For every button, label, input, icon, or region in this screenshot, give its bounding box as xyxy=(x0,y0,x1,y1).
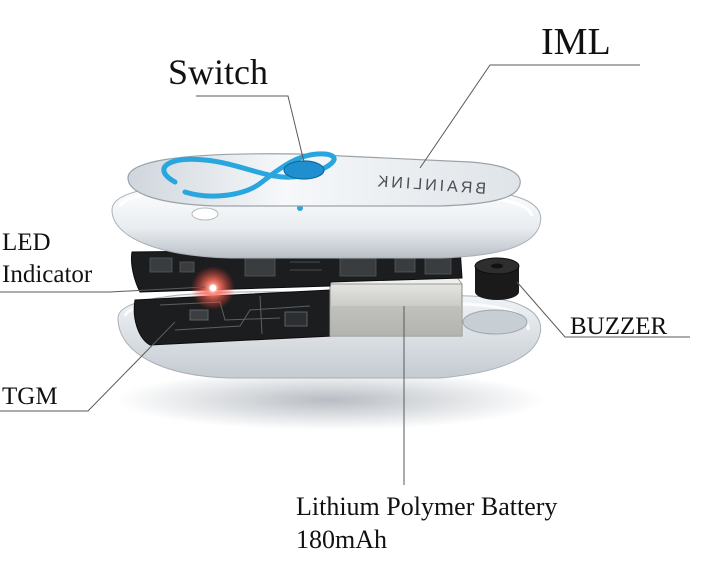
iml-label: IML xyxy=(541,21,611,63)
buzzer-recess xyxy=(462,309,528,335)
switch-button xyxy=(283,160,325,180)
led-dot xyxy=(209,284,217,292)
battery-label-line1: Lithium Polymer Battery xyxy=(296,492,558,521)
buzzer-leader xyxy=(516,281,690,338)
leader-lines xyxy=(0,64,690,485)
buzzer-component xyxy=(474,257,520,300)
tgm-leader xyxy=(0,321,176,412)
iml-leader xyxy=(419,64,640,169)
buzzer-label: BUZZER xyxy=(570,313,668,340)
tgm-label: TGM xyxy=(2,383,58,410)
led-indicator-label-line2: Indicator xyxy=(2,261,93,288)
floor-shadow xyxy=(115,370,545,430)
led-leader xyxy=(0,286,206,293)
top-shell-opening xyxy=(191,207,219,221)
battery-label-strip xyxy=(330,306,462,336)
infinity-logo xyxy=(161,151,337,199)
switch-leader xyxy=(196,95,305,163)
tgm-board-traces xyxy=(159,295,311,335)
led-indicator-label-line1: LED xyxy=(2,229,51,256)
switch-label: Switch xyxy=(168,52,269,92)
battery-label-line2: 180mAh xyxy=(296,525,387,554)
